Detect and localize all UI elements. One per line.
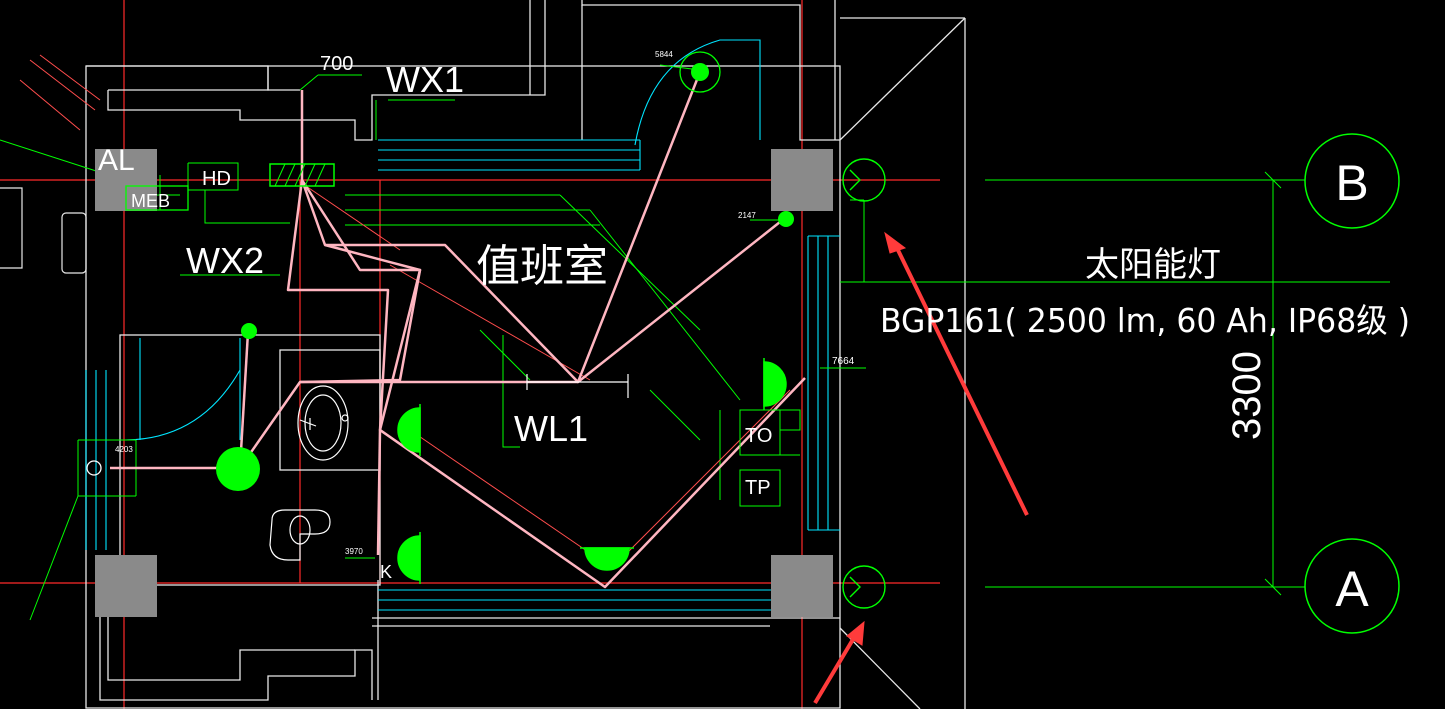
socket-tp-label: TP — [745, 477, 771, 499]
wiring-ticks — [526, 374, 629, 398]
solar-lamps — [842, 158, 886, 609]
circuit-wl1-label: WL1 — [514, 408, 588, 449]
tag-4203: 4203 — [115, 445, 133, 454]
lamp-icon — [691, 63, 709, 81]
solar-lamp-icon — [842, 158, 886, 202]
tag-7664: 7664 — [832, 356, 855, 367]
axis-a-label: A — [1335, 561, 1369, 617]
tag-3970: 3970 — [345, 547, 363, 556]
axis-bubble-a — [1304, 538, 1400, 634]
column-icon — [771, 149, 833, 211]
panel-meb-label: MEB — [131, 191, 170, 211]
left-edge-details — [0, 187, 87, 274]
dim-700-label: 700 — [320, 53, 353, 75]
toilet-icon — [269, 509, 331, 561]
arrow-icon — [813, 620, 865, 705]
wall-lamp-icon — [397, 404, 421, 456]
lamp-icon — [778, 211, 794, 227]
circuit-wx1-label: WX1 — [386, 59, 464, 100]
hatched-box — [269, 163, 335, 187]
solar-lamp-icon — [842, 565, 886, 609]
wall-lamp-icon — [580, 547, 634, 571]
tag-5844: 5844 — [655, 50, 673, 59]
red-thin-wires — [19, 54, 791, 571]
axis-b-label: B — [1335, 155, 1368, 211]
washbasin-icon — [297, 385, 349, 461]
room-label: 值班室 — [476, 241, 608, 292]
axis-bubbles — [1304, 133, 1400, 634]
walls — [85, 0, 966, 709]
column-icon — [95, 555, 157, 617]
wall-lamps — [397, 358, 787, 584]
wall-lamp-icon — [397, 532, 421, 584]
socket-to-label: TO — [745, 425, 772, 447]
lamp-icon — [241, 323, 257, 339]
arrow-icon — [884, 231, 1029, 516]
wiring — [110, 71, 806, 589]
solar-lamp-spec: BGP161( 2500 lm, 60 Ah, IP68级 ) — [880, 301, 1410, 340]
cyan-lines — [85, 39, 840, 611]
column-icon — [771, 555, 833, 617]
socket-to-box — [739, 409, 781, 456]
circuit-wx2-label: WX2 — [186, 240, 264, 281]
switch-k-label: K — [380, 562, 392, 582]
meb-box — [125, 185, 189, 211]
lamp-icon — [216, 447, 260, 491]
panel-al-label: AL — [98, 144, 135, 177]
dimension-3300-label: 3300 — [1225, 351, 1269, 440]
socket-tp-box — [739, 469, 781, 507]
axis-bubble-b — [1304, 133, 1400, 229]
wall-lamp-icon — [763, 358, 787, 410]
solar-lamp-title: 太阳能灯 — [1085, 245, 1221, 285]
lamp-icon — [86, 460, 102, 476]
tag-2147: 2147 — [738, 211, 756, 220]
box-hd-label: HD — [202, 168, 231, 190]
lamps — [86, 51, 794, 491]
